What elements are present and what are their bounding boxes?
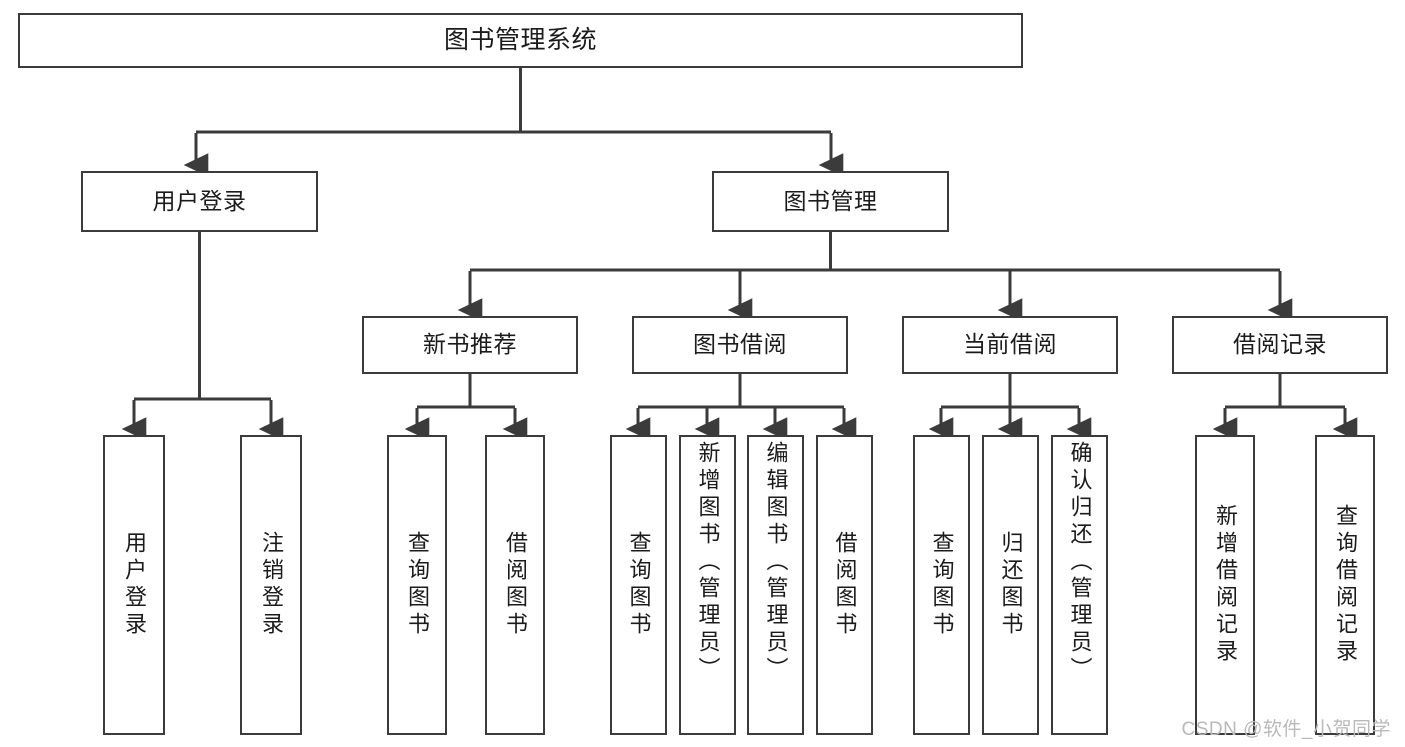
node-borrow-record[interactable]: 借阅记录 xyxy=(1172,316,1388,374)
node-leaf-query-book-1[interactable]: 查询图书 xyxy=(387,435,447,735)
node-leaf-add-book-label: 新增图书（管理员） xyxy=(695,441,721,684)
node-leaf-logout[interactable]: 注销登录 xyxy=(240,435,302,735)
node-leaf-logout-label: 注销登录 xyxy=(259,531,284,639)
node-leaf-return-book[interactable]: 归还图书 xyxy=(982,435,1039,735)
node-leaf-user-login[interactable]: 用户登录 xyxy=(103,435,165,735)
node-leaf-add-record-label: 新增借阅记录 xyxy=(1213,504,1238,666)
node-leaf-query-record-label: 查询借阅记录 xyxy=(1333,504,1358,666)
node-book-manage[interactable]: 图书管理 xyxy=(712,171,949,232)
node-leaf-return-book-label: 归还图书 xyxy=(998,531,1024,639)
node-leaf-user-login-label: 用户登录 xyxy=(122,531,147,639)
node-new-book-recommend-label: 新书推荐 xyxy=(423,331,517,358)
node-leaf-borrow-book-2-label: 借阅图书 xyxy=(832,531,858,639)
node-current-borrow-label: 当前借阅 xyxy=(963,331,1057,358)
node-root-system[interactable]: 图书管理系统 xyxy=(18,13,1023,68)
node-leaf-confirm-return-label: 确认归还（管理员） xyxy=(1067,441,1093,684)
node-user-login[interactable]: 用户登录 xyxy=(81,171,318,232)
node-leaf-query-book-2[interactable]: 查询图书 xyxy=(610,435,667,735)
node-leaf-add-record[interactable]: 新增借阅记录 xyxy=(1195,435,1255,735)
node-leaf-query-book-2-label: 查询图书 xyxy=(626,531,652,639)
node-leaf-query-book-3[interactable]: 查询图书 xyxy=(913,435,970,735)
node-user-login-label: 用户登录 xyxy=(152,187,247,214)
node-leaf-confirm-return[interactable]: 确认归还（管理员） xyxy=(1051,435,1108,735)
node-leaf-query-record[interactable]: 查询借阅记录 xyxy=(1315,435,1375,735)
node-leaf-borrow-book-1[interactable]: 借阅图书 xyxy=(485,435,545,735)
node-leaf-query-book-3-label: 查询图书 xyxy=(929,531,955,639)
node-leaf-borrow-book-2[interactable]: 借阅图书 xyxy=(816,435,873,735)
node-root-system-label: 图书管理系统 xyxy=(443,25,597,54)
node-leaf-query-book-1-label: 查询图书 xyxy=(405,531,430,639)
node-current-borrow[interactable]: 当前借阅 xyxy=(902,316,1118,374)
node-leaf-borrow-book-1-label: 借阅图书 xyxy=(503,531,528,639)
node-book-manage-label: 图书管理 xyxy=(783,187,878,214)
node-new-book-recommend[interactable]: 新书推荐 xyxy=(362,316,578,374)
node-leaf-add-book[interactable]: 新增图书（管理员） xyxy=(679,435,736,735)
node-leaf-edit-book-label: 编辑图书（管理员） xyxy=(763,441,789,684)
node-book-borrow-label: 图书借阅 xyxy=(693,331,787,358)
node-borrow-record-label: 借阅记录 xyxy=(1233,331,1327,358)
node-book-borrow[interactable]: 图书借阅 xyxy=(632,316,848,374)
node-leaf-edit-book[interactable]: 编辑图书（管理员） xyxy=(747,435,804,735)
